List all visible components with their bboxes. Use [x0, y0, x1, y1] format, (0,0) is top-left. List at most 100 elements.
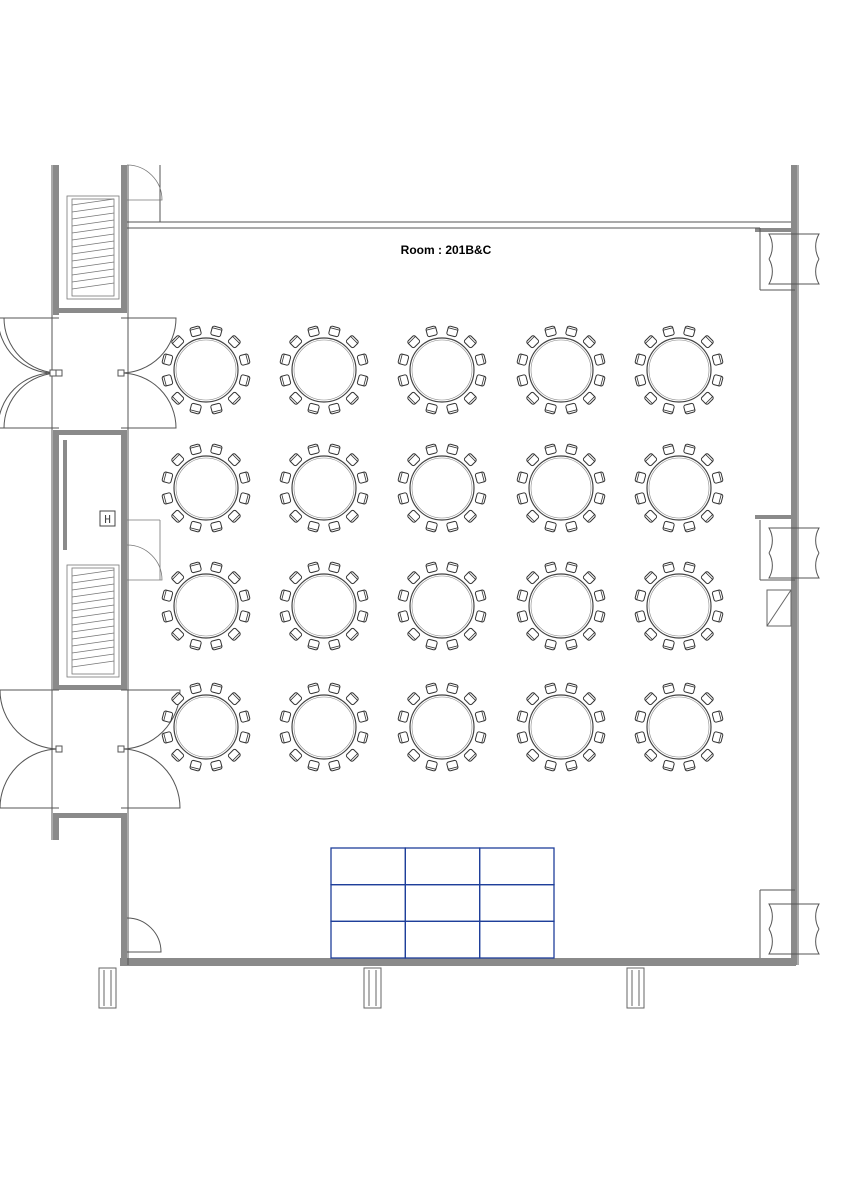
chair — [463, 627, 477, 641]
chair — [582, 391, 596, 405]
elev-shaft-wall — [63, 440, 67, 550]
chair — [227, 571, 241, 585]
chair — [474, 471, 487, 484]
chair — [662, 443, 675, 456]
chair — [544, 561, 557, 574]
chair — [593, 471, 606, 484]
chair — [397, 610, 410, 623]
chair — [345, 453, 359, 467]
chair — [565, 682, 578, 695]
chair — [356, 353, 369, 366]
chair — [345, 335, 359, 349]
chair — [474, 710, 487, 723]
chair — [238, 353, 251, 366]
chair — [328, 325, 341, 338]
chair — [644, 509, 658, 523]
chair — [711, 374, 724, 387]
table-top — [528, 337, 594, 403]
stage-panel — [404, 847, 481, 886]
chair — [161, 471, 174, 484]
chair — [328, 638, 341, 651]
column-2 — [363, 967, 382, 1009]
room-label: Room : 201B&C — [401, 243, 492, 257]
chair — [425, 682, 438, 695]
chair — [544, 682, 557, 695]
chair — [634, 731, 647, 744]
chair — [463, 335, 477, 349]
chair — [210, 561, 223, 574]
chair — [161, 731, 174, 744]
chair — [161, 610, 174, 623]
chair — [463, 692, 477, 706]
chair — [582, 748, 596, 762]
chair — [463, 748, 477, 762]
chair — [189, 638, 202, 651]
chair — [307, 443, 320, 456]
chair — [356, 374, 369, 387]
chair — [582, 627, 596, 641]
chair — [328, 443, 341, 456]
chair — [279, 353, 292, 366]
corridor-wall-outer — [53, 165, 59, 315]
chair — [662, 402, 675, 415]
table-top — [173, 573, 239, 639]
chair — [210, 443, 223, 456]
stage-panel — [404, 920, 481, 959]
chair — [634, 353, 647, 366]
chair — [210, 682, 223, 695]
chair — [171, 627, 185, 641]
chair — [189, 443, 202, 456]
chair — [238, 610, 251, 623]
chair — [593, 610, 606, 623]
chair — [238, 589, 251, 602]
chair — [407, 509, 421, 523]
chair — [516, 589, 529, 602]
double-door — [0, 689, 63, 809]
chair — [345, 627, 359, 641]
chair — [189, 682, 202, 695]
round-table — [161, 443, 251, 533]
chair — [593, 353, 606, 366]
chair — [279, 610, 292, 623]
chair — [238, 374, 251, 387]
chair — [345, 509, 359, 523]
bottom-columns — [98, 967, 645, 1009]
chair — [644, 391, 658, 405]
chair — [683, 325, 696, 338]
chair — [634, 471, 647, 484]
table-top — [409, 337, 475, 403]
chair — [210, 638, 223, 651]
chair — [446, 682, 459, 695]
round-table — [634, 682, 724, 772]
chair — [582, 509, 596, 523]
chair — [407, 391, 421, 405]
round-table — [397, 682, 487, 772]
chair — [307, 561, 320, 574]
chair — [189, 325, 202, 338]
chair — [397, 589, 410, 602]
round-table — [516, 682, 606, 772]
chair — [279, 492, 292, 505]
wall-fixture — [766, 589, 792, 627]
chair — [397, 471, 410, 484]
round-table — [279, 682, 369, 772]
stage-platform — [330, 847, 555, 959]
chair — [397, 374, 410, 387]
chair — [683, 402, 696, 415]
chair — [634, 610, 647, 623]
chair — [279, 731, 292, 744]
chair — [238, 710, 251, 723]
chair — [526, 335, 540, 349]
chair — [210, 759, 223, 772]
chair — [328, 520, 341, 533]
stage-panel — [479, 847, 555, 886]
chair — [356, 589, 369, 602]
chair — [171, 509, 185, 523]
chair — [683, 561, 696, 574]
chair — [700, 748, 714, 762]
chair — [161, 710, 174, 723]
chair — [474, 589, 487, 602]
chair — [161, 353, 174, 366]
chair — [397, 492, 410, 505]
